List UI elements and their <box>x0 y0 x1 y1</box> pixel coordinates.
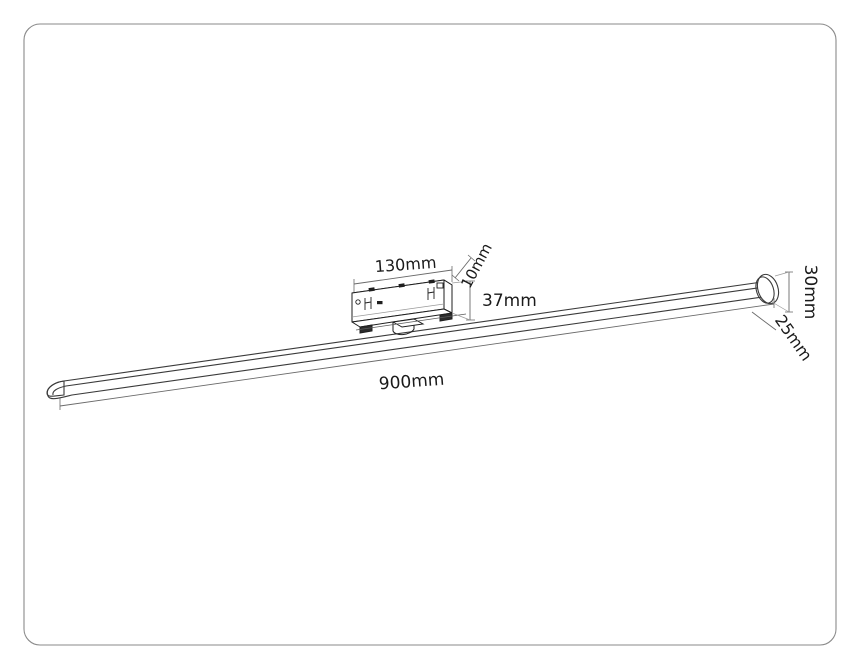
driver-height-dimension-line <box>451 280 475 321</box>
left-end-cap <box>46 380 73 400</box>
tube-diameter-dimension-line <box>771 271 793 313</box>
tube-depth-dimension-line <box>751 311 777 331</box>
driver-length-dimension-label: 130mm <box>374 253 437 276</box>
page-border <box>23 23 837 646</box>
driver-box-details <box>351 279 445 318</box>
driver-depth-dimension-line <box>451 254 476 282</box>
driver-length-dimension-line <box>353 266 453 292</box>
lamp-tube <box>63 281 771 396</box>
driver-depth-dimension-label: 10mm <box>457 240 496 291</box>
length-dimension-label: 900mm <box>378 370 445 395</box>
right-end-cap <box>755 273 780 305</box>
tube-diameter-dimension-label: 30mm <box>800 265 820 320</box>
driver-height-dimension-label: 37mm <box>482 291 537 311</box>
mounting-bracket <box>355 312 467 336</box>
